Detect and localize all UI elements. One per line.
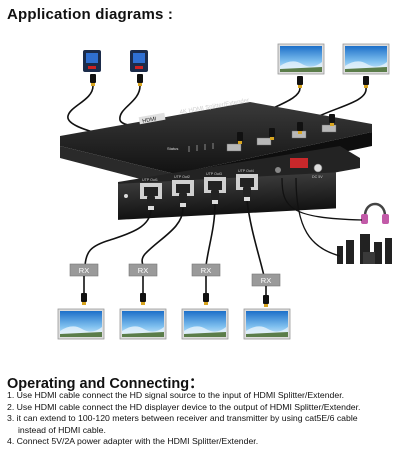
rx-receiver-4: RX (251, 273, 281, 287)
extender-device: UTP Out1 UTP Out2 UTP Out3 UTP Out4 DC 5… (118, 146, 360, 220)
utp-port-4: UTP Out4 (236, 169, 258, 190)
status-label: Status (167, 146, 178, 151)
device-brand: HDMI (142, 116, 157, 124)
dip-switch (290, 158, 308, 168)
top-monitor-2 (342, 43, 390, 88)
svg-text:RX: RX (261, 276, 271, 285)
instruction-step-continued: instead of HDMI cable. (18, 424, 106, 435)
dc-jack (313, 163, 323, 173)
top-monitor-1 (277, 43, 325, 88)
svg-text:UTP Out2: UTP Out2 (174, 175, 190, 179)
operating-title: Operating and Connecting： (7, 376, 204, 392)
source-device-2 (130, 50, 148, 86)
svg-text:UTP Out4: UTP Out4 (238, 169, 254, 173)
source-device-1 (83, 50, 101, 86)
network-cables (84, 199, 265, 277)
svg-text:UTP Out1: UTP Out1 (142, 178, 158, 182)
rx-receiver-2: RX (128, 263, 158, 277)
headphones-icon (361, 202, 389, 224)
rx-receiver-1: RX (69, 263, 99, 277)
instruction-step: 3. it can extend to 100-120 meters betwe… (7, 413, 358, 423)
svg-text:RX: RX (79, 266, 89, 275)
bottom-monitor-2 (119, 308, 167, 340)
application-diagram: HDMI 4K HDMI Splitter/Extender Status UT… (57, 43, 392, 340)
instruction-step: 1. Use HDMI cable connect the HD signal … (7, 390, 345, 400)
bottom-monitor-1 (57, 308, 105, 340)
page-title: Application diagrams : (7, 6, 174, 23)
svg-text:RX: RX (138, 266, 148, 275)
hdmi-ports (226, 124, 337, 152)
utp-port-2: UTP Out2 (172, 175, 194, 196)
bottom-monitor-3 (181, 308, 229, 340)
svg-text:UTP Out3: UTP Out3 (206, 172, 222, 176)
instruction-list: 1. Use HDMI cable connect the HD signal … (7, 390, 415, 448)
svg-text:DC 5V: DC 5V (312, 175, 323, 179)
svg-text:RX: RX (201, 266, 211, 275)
speaker-system-icon (337, 234, 392, 264)
utp-port-3: UTP Out3 (204, 172, 226, 193)
instruction-step: 2. Use HDMI cable connect the HD display… (7, 401, 361, 412)
bottom-monitor-4 (243, 308, 291, 340)
rx-receiver-3: RX (191, 263, 221, 277)
utp-port-1: UTP Out1 (140, 178, 162, 199)
instruction-step: 4. Connect 5V/2A power adapter with the … (7, 436, 259, 446)
